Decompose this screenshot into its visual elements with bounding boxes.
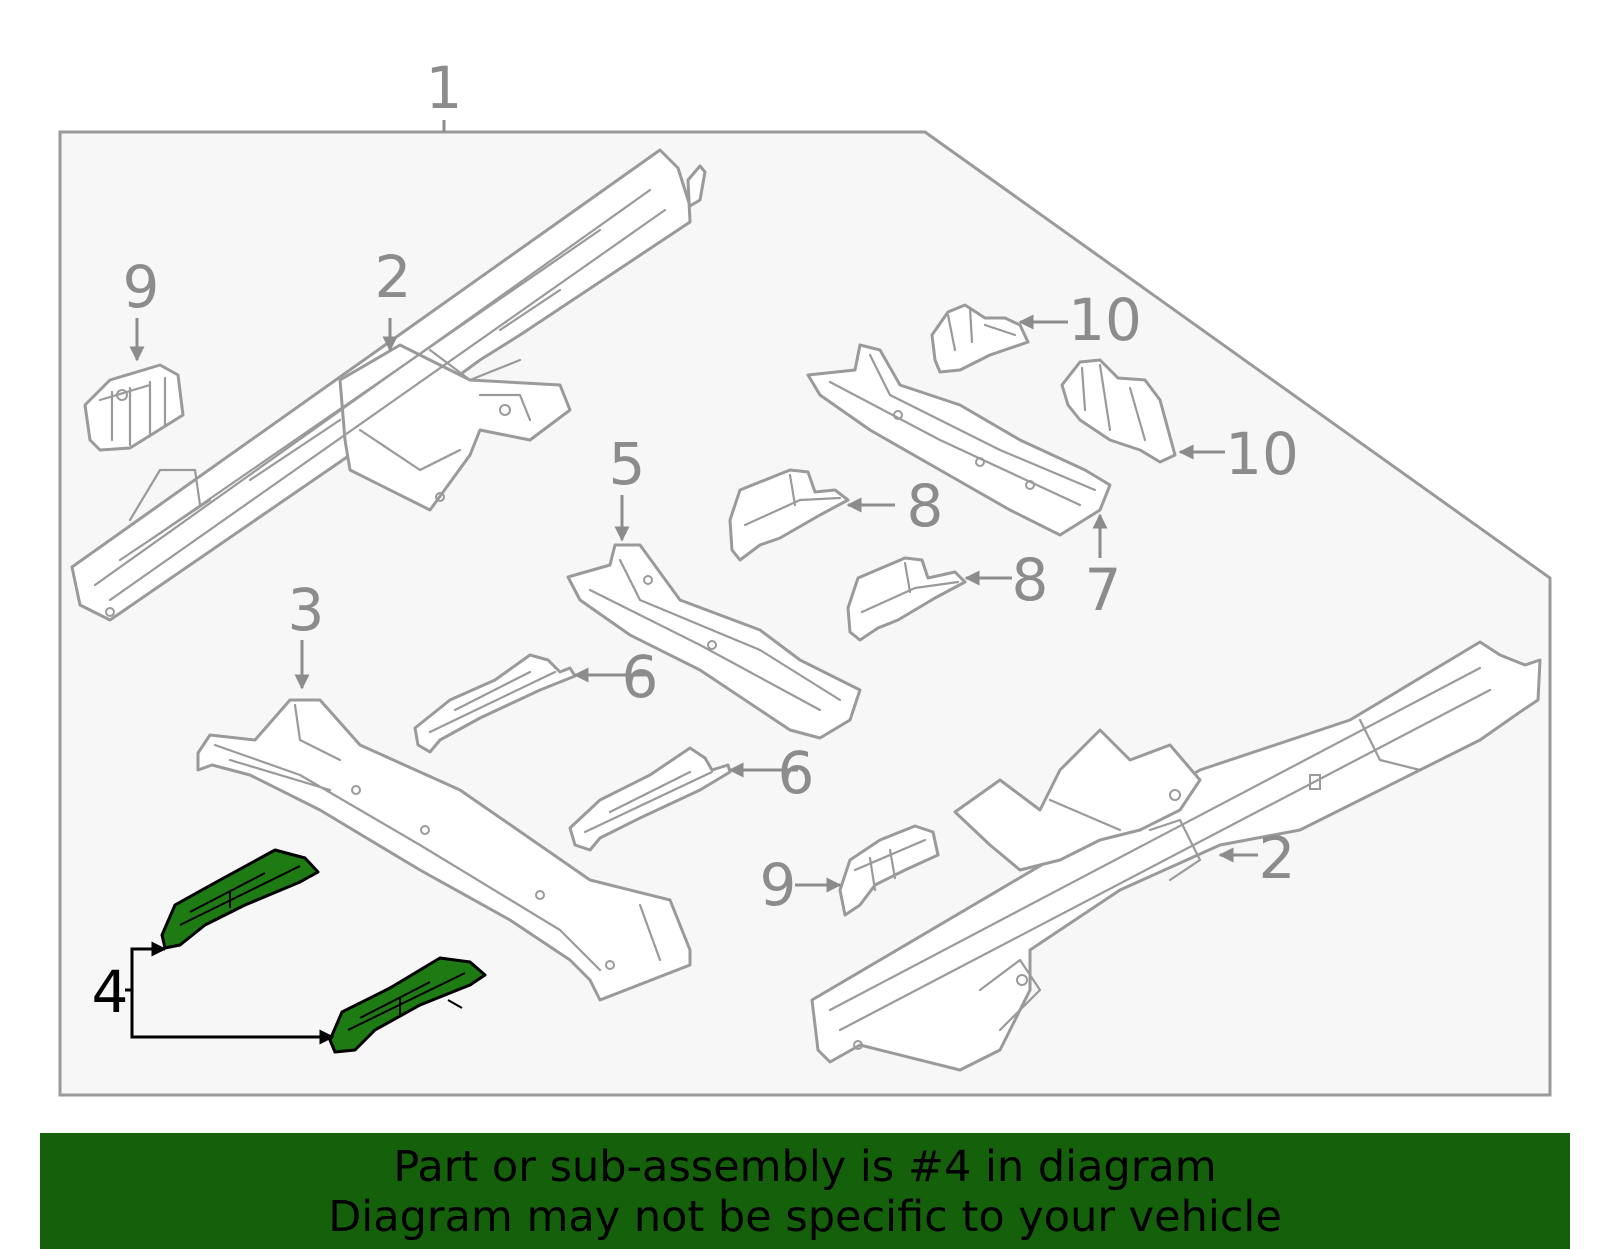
callout-3: 3	[288, 576, 325, 644]
callout-2-top: 2	[375, 243, 412, 311]
part-4-lower-highlighted	[328, 956, 487, 1054]
callout-4-lower-arrow	[130, 990, 335, 1045]
callout-4-upper-arrow	[125, 941, 167, 992]
part-5-crossmember	[566, 543, 862, 740]
callout-1: 1	[426, 54, 463, 122]
callout-8-top: 8	[907, 472, 944, 540]
part-2-left-frame-rail	[70, 148, 707, 622]
part-2-right-frame-rail	[810, 640, 1542, 1072]
part-9-bottom-bracket	[838, 824, 940, 917]
callout-6-top: 6	[622, 643, 659, 711]
part-10-top-bracket	[930, 303, 1030, 374]
part-9-top-bracket	[83, 363, 185, 452]
part-10-bottom-bracket	[1060, 358, 1177, 464]
callout-7: 7	[1085, 556, 1122, 624]
part-3-crossmember	[196, 698, 692, 1002]
part-7-crossmember	[806, 343, 1112, 537]
callout-6-bottom: 6	[778, 739, 815, 807]
callout-9-bottom: 9	[760, 851, 797, 919]
banner-line-1: Part or sub-assembly is #4 in diagram	[393, 1142, 1217, 1192]
callout-9-top: 9	[123, 253, 160, 321]
part-6-top	[413, 653, 577, 754]
part-4-upper-highlighted	[160, 848, 320, 950]
banner-line-2: Diagram may not be specific to your vehi…	[328, 1192, 1282, 1242]
callout-5: 5	[609, 430, 646, 498]
callout-4: 4	[92, 958, 129, 1026]
callout-8-bottom: 8	[1012, 546, 1049, 614]
callout-2-bottom: 2	[1259, 824, 1296, 892]
assembly-panel	[58, 130, 1552, 1097]
callout-10-bottom: 10	[1225, 420, 1299, 488]
callout-10-top: 10	[1068, 286, 1142, 354]
disclaimer-banner: Part or sub-assembly is #4 in diagram Di…	[40, 1133, 1570, 1249]
